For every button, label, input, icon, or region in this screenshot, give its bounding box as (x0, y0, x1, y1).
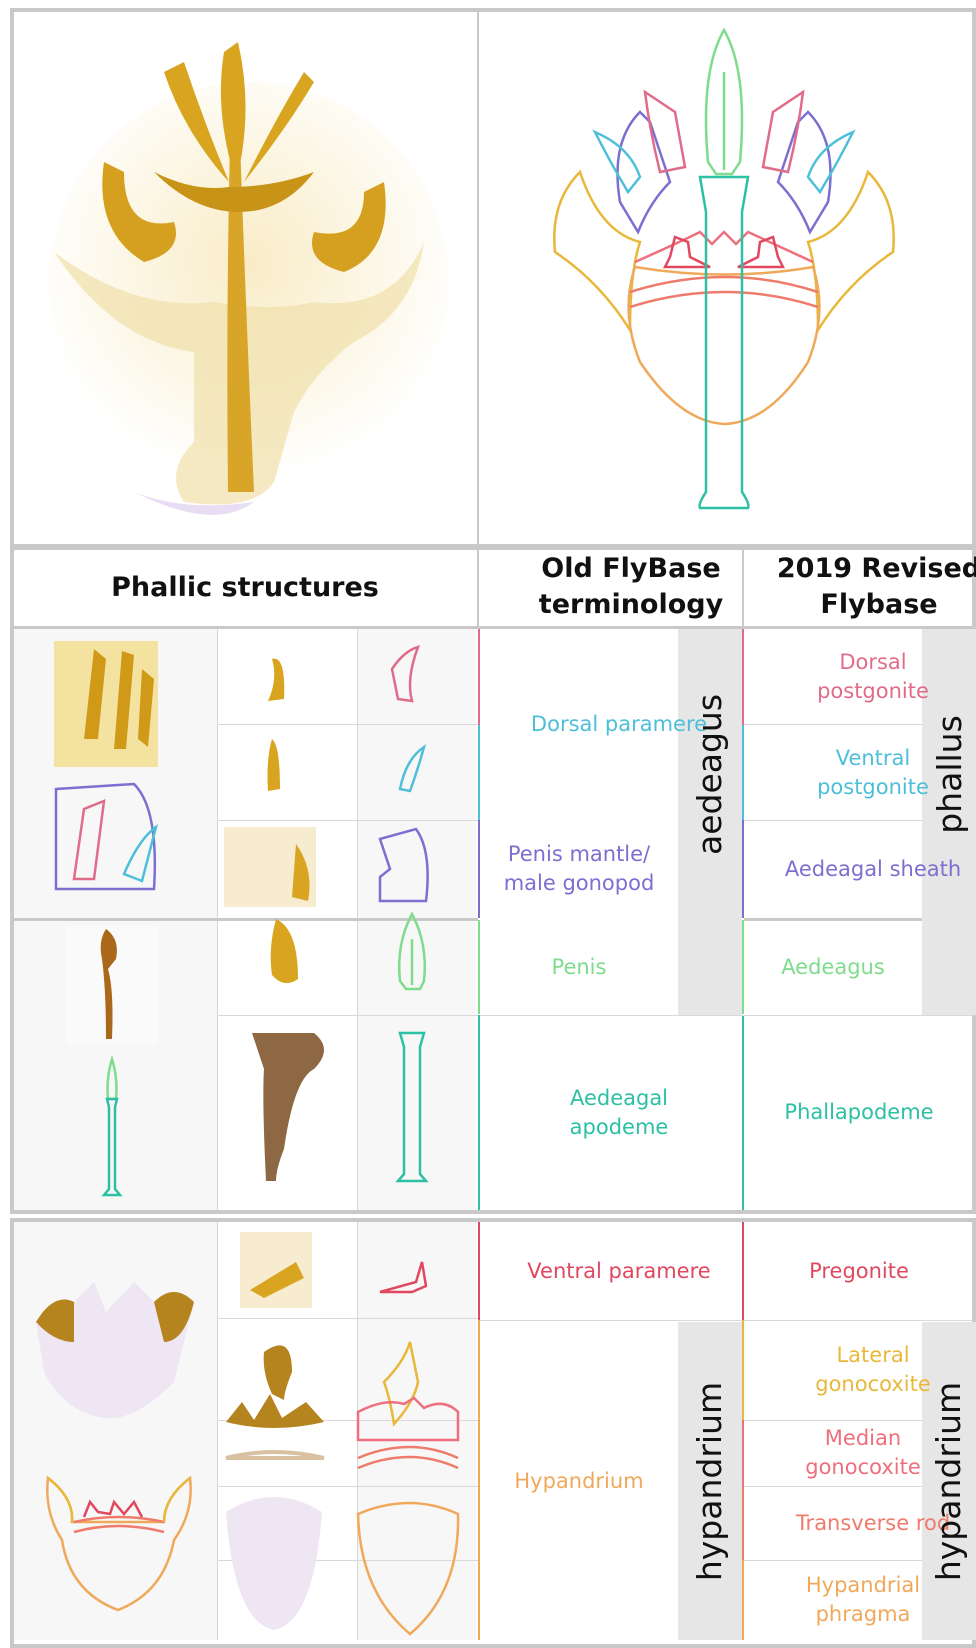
old-term-penis: Penis (480, 920, 678, 1015)
aedeagus-outline (706, 30, 742, 174)
phallus-group-label: phallus (922, 629, 976, 919)
new-term-pregonite: Pregonite (744, 1222, 974, 1320)
aedeagus-group-label: aedeagus (678, 629, 742, 919)
new-term-aedeagus: Aedeagus (744, 920, 922, 1015)
hypandrium-specimen-photos (14, 1222, 476, 1640)
new-term-phallapodeme: Phallapodeme (744, 1015, 974, 1210)
old-term-penis-mantle: Penis mantle/ male gonopod (480, 820, 678, 918)
hypandrium-old-group-label: hypandrium (678, 1322, 742, 1640)
old-flybase-header: Old FlyBase terminology (480, 548, 782, 626)
lateral-gonocoxite-outline (554, 172, 640, 330)
hypandrial-phragma-outline (629, 267, 820, 424)
transverse-rod-outline (630, 277, 818, 307)
hypandrium-new-group-label: hypandrium (922, 1322, 976, 1640)
phallapodeme-outline (700, 177, 749, 508)
phallic-specimen-photos (14, 629, 476, 1210)
revised-flybase-header: 2019 Revised Flybase (744, 548, 976, 626)
structure-schematic-drawing (480, 12, 974, 544)
top-panel-divider (477, 10, 479, 546)
old-term-aedeagal-apodeme: Aedeagal apodeme (480, 1015, 758, 1210)
median-gonocoxite-outline (635, 232, 813, 262)
old-term-ventral-paramere: Ventral paramere (480, 1222, 758, 1320)
full-specimen-photo (14, 12, 476, 544)
old-term-hypandrium: Hypandrium (480, 1322, 678, 1640)
phallic-structures-header: Phallic structures (14, 550, 476, 626)
aedeagus-group-outline (108, 1059, 117, 1099)
